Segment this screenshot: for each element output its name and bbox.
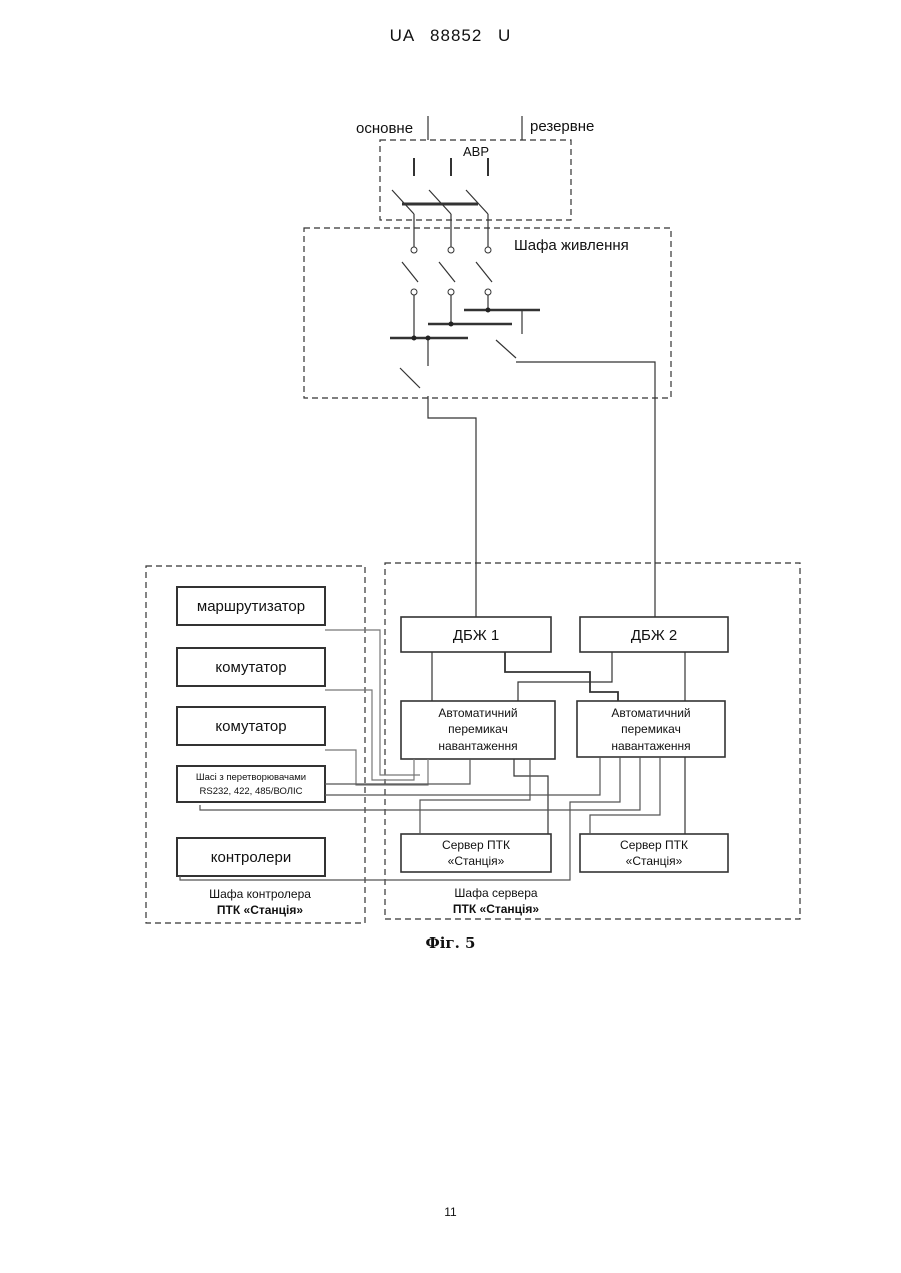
breaker xyxy=(402,262,418,282)
terminal-dot xyxy=(485,289,491,295)
chassis-ats2-wire xyxy=(325,757,600,795)
avr-label: АВР xyxy=(463,144,489,159)
junction-dot xyxy=(426,336,431,341)
avr-switch-blade xyxy=(429,190,451,214)
ats1-label-line3: навантаження xyxy=(438,739,517,753)
chassis-label-line1: Шасі з перетворювачами xyxy=(196,772,306,783)
controller-cabinet-label-line1: Шафа контролера xyxy=(209,887,311,901)
server-cabinet-label-line2: ПТК «Станція» xyxy=(453,902,539,916)
junction-dot xyxy=(486,308,491,313)
ups1-label: ДБЖ 1 xyxy=(453,627,499,644)
ats2-label-line2: перемикач xyxy=(621,722,681,736)
feeder-ups1 xyxy=(428,396,476,617)
output-breaker xyxy=(496,340,516,358)
junction-dot xyxy=(412,336,417,341)
server1-label-line2: «Станція» xyxy=(448,854,505,868)
controller-cabinet-label-line2: ПТК «Станція» xyxy=(217,903,303,917)
output-breaker xyxy=(400,368,420,388)
ats-server-link xyxy=(514,759,548,834)
switch1-label: комутатор xyxy=(215,659,286,676)
ats2-label-line3: навантаження xyxy=(611,739,690,753)
terminal-dot xyxy=(411,247,417,253)
server-cabinet-label-line1: Шафа сервера xyxy=(454,886,537,900)
page-number: 11 xyxy=(0,1205,901,1219)
ups2-label: ДБЖ 2 xyxy=(631,627,677,644)
avr-switch-blade xyxy=(466,190,488,214)
reserve-input-label: резервне xyxy=(530,118,594,135)
ups-cross-link xyxy=(518,652,612,701)
feeder-ups2 xyxy=(516,362,655,617)
avr-switch-blade xyxy=(392,190,414,214)
junction-dot xyxy=(449,322,454,327)
ats2-label-line1: Автоматичний xyxy=(611,706,690,720)
breaker xyxy=(476,262,492,282)
server1-label-line1: Сервер ПТК xyxy=(442,838,510,852)
terminal-dot xyxy=(448,247,454,253)
main-input-label: основне xyxy=(356,120,413,137)
ats1-label-line2: перемикач xyxy=(448,722,508,736)
server2-label-line1: Сервер ПТК xyxy=(620,838,688,852)
terminal-dot xyxy=(448,289,454,295)
power-cabinet-label: Шафа живлення xyxy=(514,237,629,254)
chassis-label-line2: RS232, 422, 485/ВОЛІС xyxy=(200,786,303,797)
terminal-dot xyxy=(485,247,491,253)
server2-label-line2: «Станція» xyxy=(626,854,683,868)
router-label: маршрутизатор xyxy=(197,598,305,615)
breaker xyxy=(439,262,455,282)
figure-caption: Фіг. 5 xyxy=(0,934,901,952)
ats1-label-line1: Автоматичний xyxy=(438,706,517,720)
switch2-label: комутатор xyxy=(215,718,286,735)
controllers-label: контролери xyxy=(211,849,291,866)
terminal-dot xyxy=(411,289,417,295)
ups-cross-link xyxy=(505,652,618,701)
